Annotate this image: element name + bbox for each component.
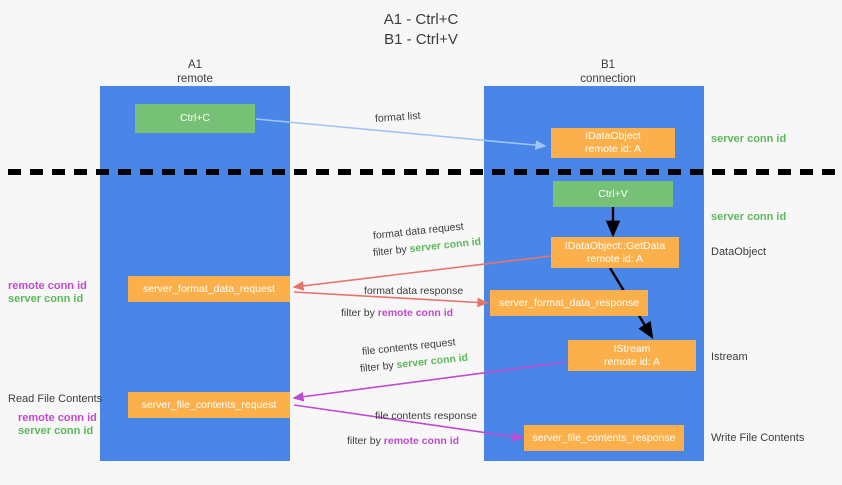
node-server-file-contents-request-label: server_file_contents_request (141, 398, 277, 411)
caption-format-list: format list (375, 109, 421, 126)
side-label-server-conn-id-1: server conn id (711, 133, 787, 145)
side-label-server-conn-id-left-2: server conn id (18, 425, 94, 437)
caption-format-data-response-filter-prefix: filter by (341, 307, 378, 319)
node-ctrl-c-label: Ctrl+C (179, 112, 211, 124)
lane-header-a1: A1 remote (105, 58, 285, 86)
lane-header-a1-sub: remote (177, 73, 213, 85)
caption-format-data-response-filter-key: remote conn id (377, 307, 454, 319)
node-istream-label: IStream (613, 342, 651, 355)
node-idataobject-getdata[interactable]: IDataObject::GetData remote id: A (551, 237, 679, 268)
caption-format-data-response-filter: filter by remote conn id (341, 306, 453, 320)
node-server-file-contents-request[interactable]: server_file_contents_request (128, 392, 290, 418)
node-server-format-data-response[interactable]: server_format_data_response (490, 290, 648, 316)
caption-format-data-response: format data response (364, 284, 463, 298)
caption-file-contents-response-filter: filter by remote conn id (347, 434, 459, 448)
node-idataobject-getdata-remote-id: remote id: A (586, 252, 644, 265)
caption-file-contents-request-filter-key: server conn id (395, 351, 469, 372)
side-label-dataobject: DataObject (711, 246, 767, 258)
node-istream[interactable]: IStream remote id: A (568, 340, 696, 371)
title-line-2: B1 - Ctrl+V (384, 31, 458, 48)
node-server-file-contents-response[interactable]: server_file_contents_response (524, 425, 684, 451)
node-ctrl-v-label: Ctrl+V (598, 187, 628, 200)
lane-header-a1-name: A1 (187, 59, 203, 71)
node-ctrl-c[interactable]: Ctrl+C (135, 104, 255, 133)
node-server-format-data-request-label: server_format_data_request (143, 282, 275, 295)
caption-format-data-response-text: format data response (364, 285, 464, 297)
side-label-istream: Istream (711, 351, 748, 363)
node-istream-remote-id: remote id: A (603, 355, 661, 368)
lane-header-b1: B1 connection (518, 58, 698, 86)
node-server-format-data-response-label: server_format_data_response (498, 296, 640, 309)
lane-header-b1-name: B1 (600, 59, 616, 71)
side-label-remote-conn-id-1: remote conn id (8, 280, 87, 292)
caption-file-contents-response-text: file contents response (375, 410, 478, 422)
diagram-title: A1 - Ctrl+C B1 - Ctrl+V (0, 10, 842, 50)
node-ctrl-v[interactable]: Ctrl+V (553, 181, 673, 207)
title-line-1: A1 - Ctrl+C (383, 11, 459, 28)
caption-format-data-request-filter-prefix: filter by (372, 243, 411, 259)
node-idataobject-label: IDataObject (585, 130, 641, 142)
side-label-write-file-contents: Write File Contents (711, 432, 805, 444)
node-idataobject-getdata-label: IDataObject::GetData (564, 239, 666, 252)
caption-format-list-text: format list (374, 109, 421, 125)
node-idataobject[interactable]: IDataObject remote id: A (551, 128, 675, 158)
side-label-read-file-contents: Read File Contents (8, 393, 103, 405)
side-label-server-conn-id-2: server conn id (711, 211, 787, 223)
caption-file-contents-response: file contents response (375, 409, 477, 423)
caption-file-contents-request-filter-prefix: filter by (359, 359, 398, 375)
node-server-file-contents-response-label: server_file_contents_response (532, 431, 676, 444)
caption-file-contents-response-filter-key: remote conn id (383, 435, 460, 447)
side-label-remote-conn-id-2: remote conn id (18, 412, 97, 424)
node-server-format-data-request[interactable]: server_format_data_request (128, 276, 290, 302)
side-label-server-conn-id-left-1: server conn id (8, 293, 84, 305)
lane-header-b1-sub: connection (580, 73, 636, 85)
caption-file-contents-response-filter-prefix: filter by (347, 435, 384, 447)
caption-format-data-request-filter-key: server conn id (408, 235, 482, 256)
node-idataobject-remote-id: remote id: A (584, 143, 642, 155)
